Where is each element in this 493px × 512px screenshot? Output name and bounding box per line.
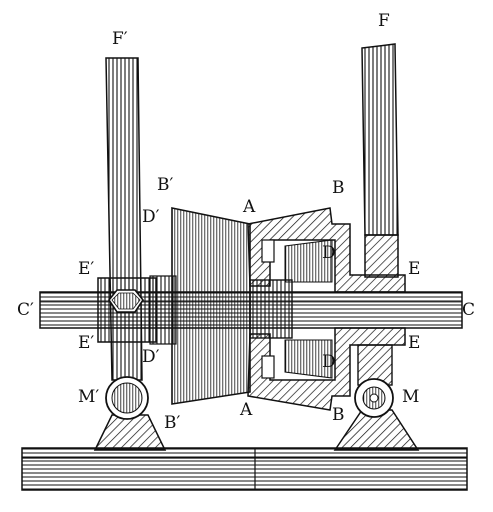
right-lever xyxy=(361,43,399,278)
right-bearing-foot xyxy=(333,409,420,451)
base-rail xyxy=(21,447,468,491)
label-d-prime-top: D′ xyxy=(142,207,160,227)
cup-housing-top xyxy=(247,207,406,293)
labels: F′ F B′ D′ A B D E′ E C′ C E′ E D′ D M′ … xyxy=(17,11,475,433)
label-a-bottom: A xyxy=(239,400,253,420)
left-pin xyxy=(105,376,149,420)
label-b-top: B xyxy=(332,178,345,198)
label-m-prime: M′ xyxy=(78,387,99,407)
label-e-bottom: E xyxy=(408,333,420,353)
label-d-prime-bottom: D′ xyxy=(142,347,160,367)
label-c-prime: C′ xyxy=(17,300,34,320)
label-m: M xyxy=(402,387,419,407)
label-d-bottom: D xyxy=(322,352,336,372)
left-collar xyxy=(97,277,157,343)
cup-housing-bottom xyxy=(247,327,406,411)
label-c: C xyxy=(462,300,475,320)
label-d-top: D xyxy=(322,243,336,263)
centre-hub xyxy=(249,279,293,339)
label-a-top: A xyxy=(242,197,256,217)
label-b-prime-top: B′ xyxy=(157,175,173,195)
label-f: F xyxy=(378,11,390,31)
label-f-prime: F′ xyxy=(112,29,128,49)
left-bearing-foot xyxy=(93,414,167,451)
label-b-bottom: B xyxy=(332,405,345,425)
large-cone xyxy=(149,207,251,405)
hex-nut xyxy=(108,289,144,313)
label-e-top: E xyxy=(408,259,420,279)
label-e-prime-bottom: E′ xyxy=(78,333,94,353)
right-pin xyxy=(354,378,394,418)
label-b-prime-bottom: B′ xyxy=(164,413,180,433)
label-e-prime-top: E′ xyxy=(78,259,94,279)
